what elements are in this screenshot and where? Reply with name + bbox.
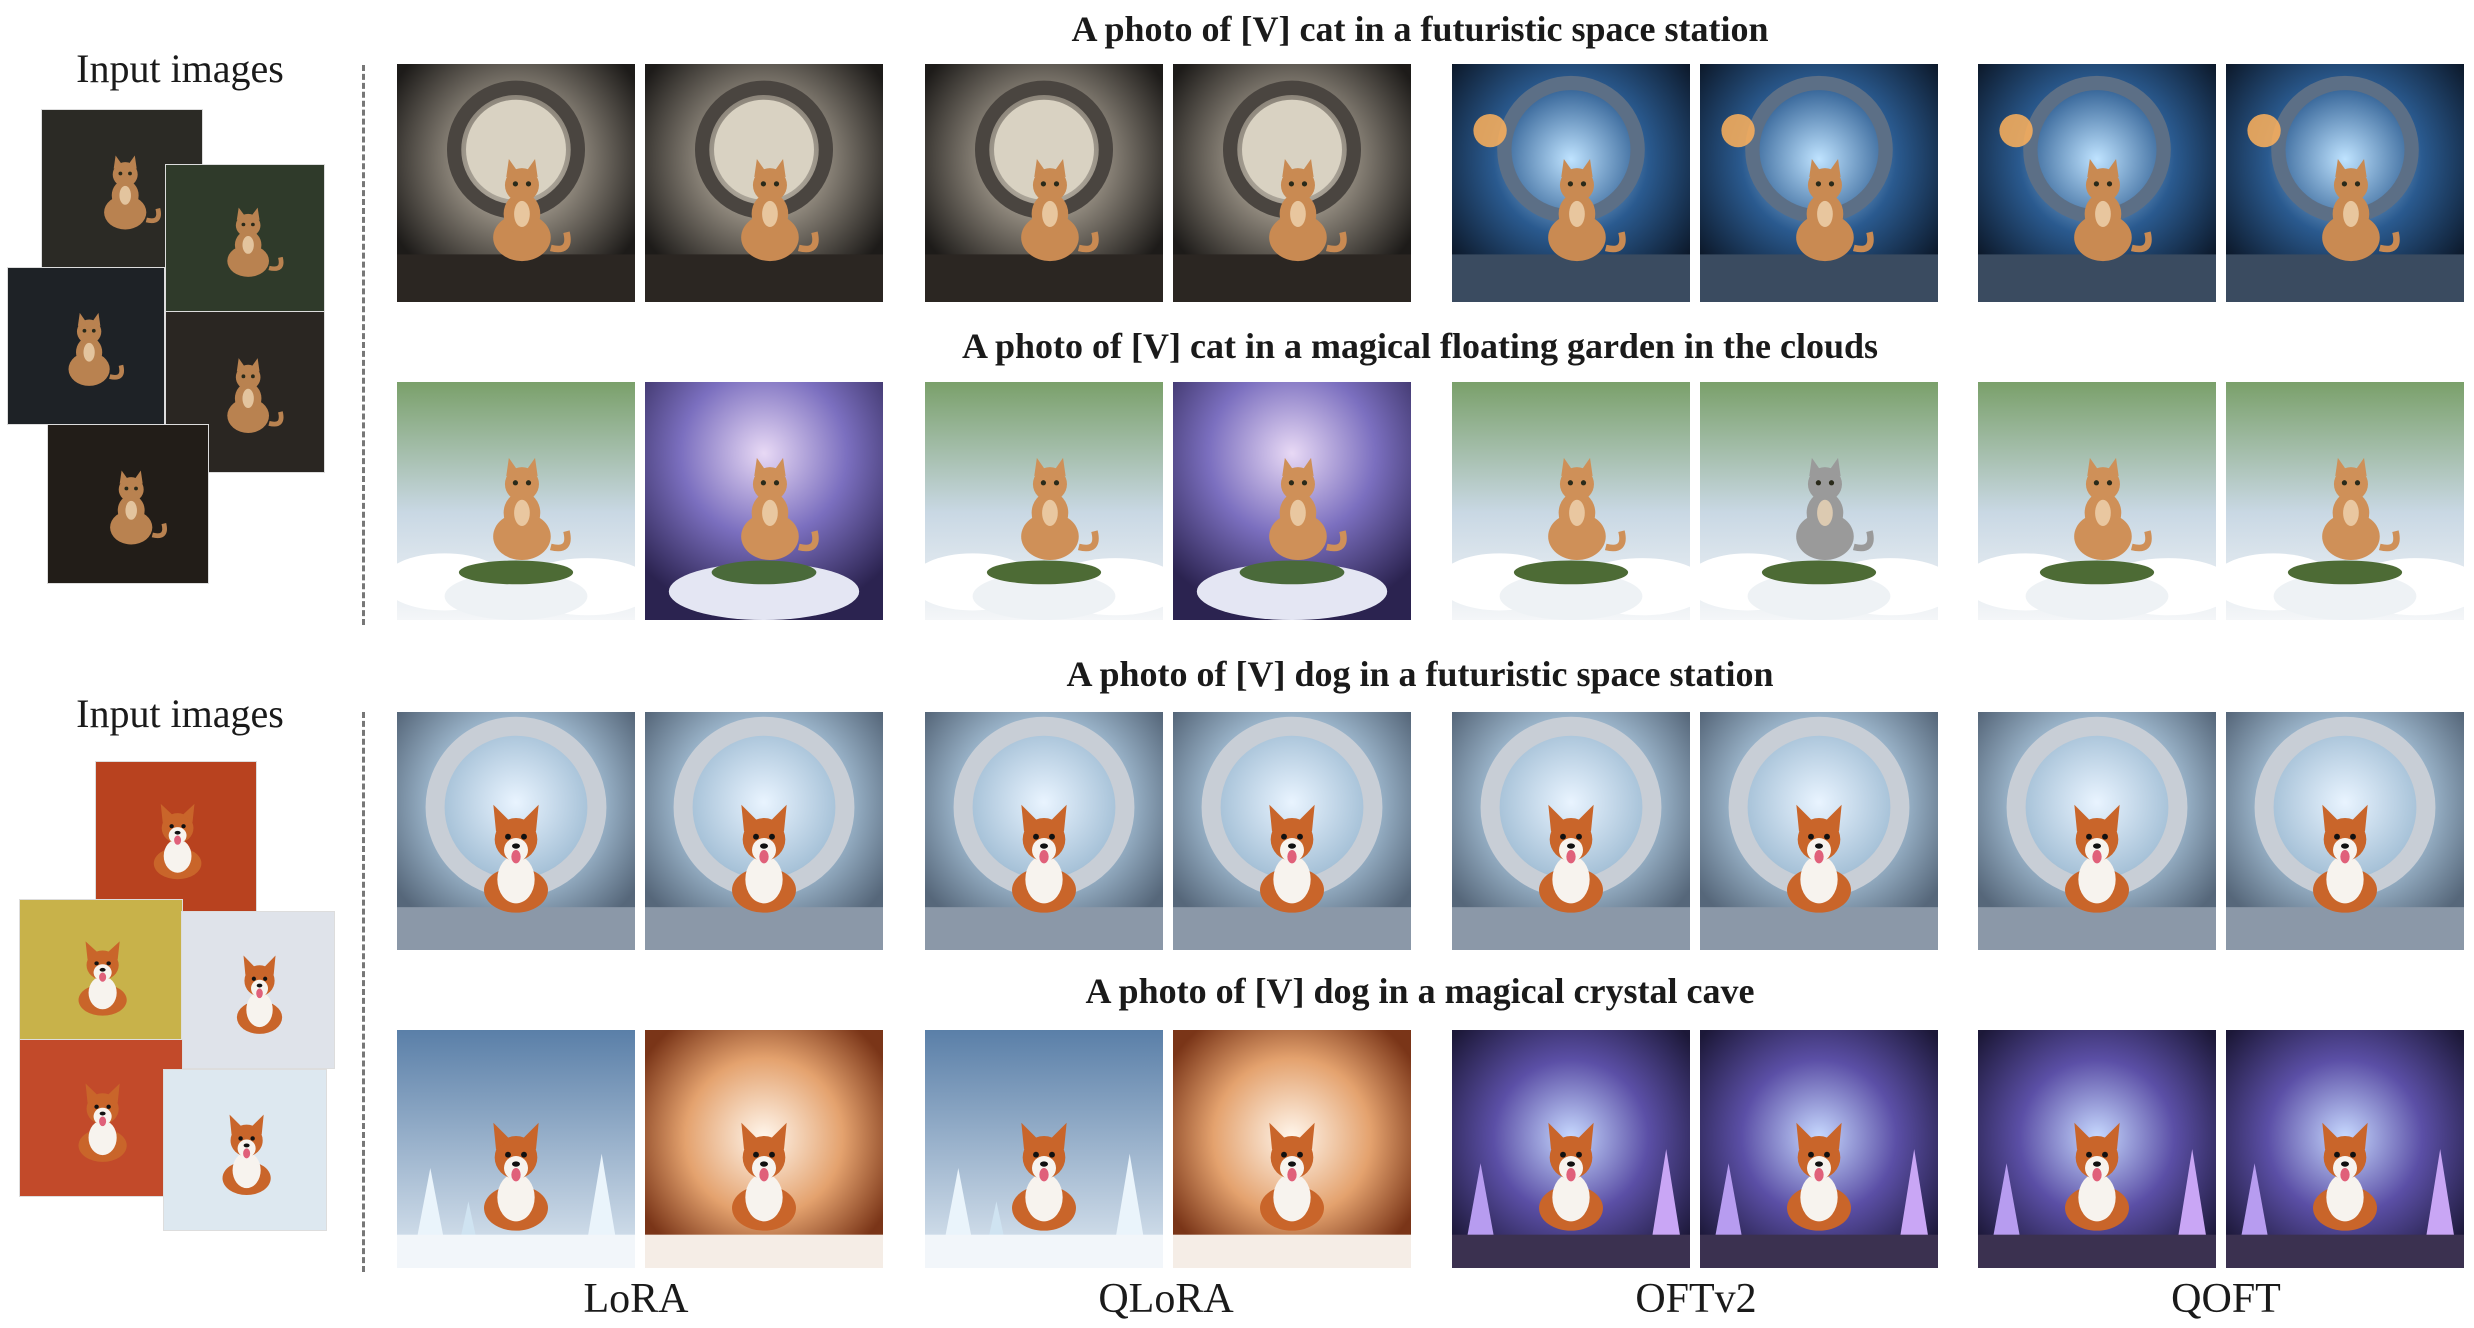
generated-image-cat-garden-qoft-2 [2226, 382, 2464, 620]
cat-input-image-3 [8, 268, 164, 424]
generated-image-dog-space-lora-2 [645, 712, 883, 950]
generated-image-cat-garden-qlora-1 [925, 382, 1163, 620]
generated-image-cat-space-qoft-1 [1978, 64, 2216, 302]
generated-image-dog-cave-qlora-1 [925, 1030, 1163, 1268]
generated-image-dog-cave-oftv2-2 [1700, 1030, 1938, 1268]
generated-image-dog-cave-oftv2-1 [1452, 1030, 1690, 1268]
generated-image-cat-space-qoft-2 [2226, 64, 2464, 302]
dog-input-image-2 [20, 900, 182, 1048]
divider-dog [362, 712, 365, 1272]
generated-image-dog-cave-lora-1 [397, 1030, 635, 1268]
divider-cat [362, 65, 365, 625]
input-images-label-dog: Input images [76, 691, 284, 736]
input-images-label-cat: Input images [76, 46, 284, 91]
generated-image-dog-space-oftv2-2 [1700, 712, 1938, 950]
generated-image-cat-garden-qoft-1 [1978, 382, 2216, 620]
generated-image-dog-space-qoft-1 [1978, 712, 2216, 950]
method-label-qoft: QOFT [2171, 1276, 2281, 1322]
dog-input-image-3 [182, 912, 334, 1068]
cat-input-image-5 [48, 425, 208, 583]
generated-image-dog-space-qoft-2 [2226, 712, 2464, 950]
generated-image-dog-space-qlora-1 [925, 712, 1163, 950]
generated-image-dog-cave-qlora-2 [1173, 1030, 1411, 1268]
dog-input-image-4 [20, 1040, 182, 1196]
generated-image-cat-space-oftv2-2 [1700, 64, 1938, 302]
cat-input-image-2 [166, 165, 324, 313]
prompt-cat-space-station: A photo of [V] cat in a futuristic space… [1071, 9, 1769, 49]
prompt-dog-space-station: A photo of [V] dog in a futuristic space… [1066, 654, 1774, 694]
generated-image-dog-space-qlora-2 [1173, 712, 1411, 950]
generated-image-cat-space-qlora-1 [925, 64, 1163, 302]
prompt-cat-floating-garden: A photo of [V] cat in a magical floating… [961, 326, 1878, 366]
method-label-lora: LoRA [583, 1276, 689, 1322]
generated-image-dog-cave-lora-2 [645, 1030, 883, 1268]
generated-image-dog-cave-qoft-2 [2226, 1030, 2464, 1268]
generated-image-cat-space-qlora-2 [1173, 64, 1411, 302]
generated-image-cat-space-lora-1 [397, 64, 635, 302]
generated-image-dog-space-oftv2-1 [1452, 712, 1690, 950]
generated-image-cat-garden-qlora-2 [1173, 382, 1411, 620]
method-label-oftv2: OFTv2 [1635, 1276, 1757, 1322]
generated-image-cat-garden-lora-2 [645, 382, 883, 620]
dog-input-image-1 [96, 762, 256, 912]
generated-image-dog-cave-qoft-1 [1978, 1030, 2216, 1268]
generated-image-cat-garden-oftv2-2 [1700, 382, 1938, 620]
generated-image-cat-space-lora-2 [645, 64, 883, 302]
dog-input-image-5 [164, 1070, 326, 1230]
generated-image-dog-space-lora-1 [397, 712, 635, 950]
prompt-dog-crystal-cave: A photo of [V] dog in a magical crystal … [1085, 971, 1755, 1011]
method-label-qlora: QLoRA [1098, 1276, 1234, 1322]
generated-image-cat-garden-lora-1 [397, 382, 635, 620]
generated-image-cat-space-oftv2-1 [1452, 64, 1690, 302]
generated-image-cat-garden-oftv2-1 [1452, 382, 1690, 620]
